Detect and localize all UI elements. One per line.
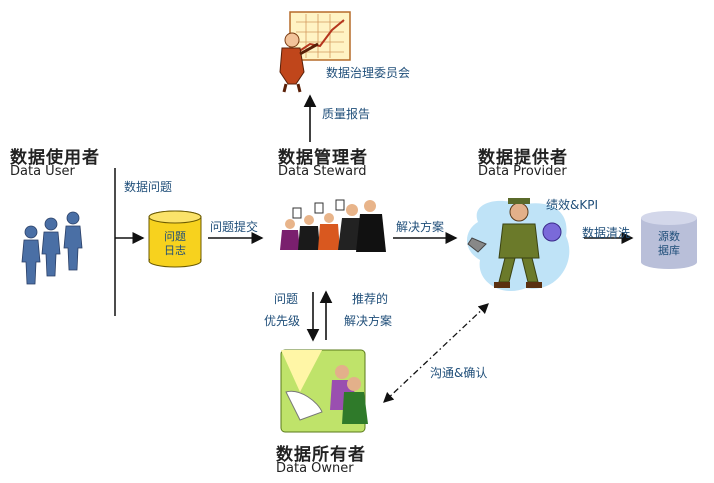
issue-log-cylinder	[148, 210, 202, 268]
issue-log-label-1: 问题	[164, 230, 186, 243]
steward-subtitle: Data Steward	[278, 164, 367, 179]
issue-priority-label-2: 优先级	[264, 314, 301, 328]
owner-subtitle: Data Owner	[276, 461, 354, 476]
solution-label: 解决方案	[396, 220, 445, 234]
quality-report-label: 质量报告	[322, 107, 371, 121]
steward-clipart	[280, 199, 386, 252]
data-cleaning-label: 数据清洗	[582, 226, 631, 240]
user-subtitle: Data User	[10, 164, 75, 179]
committee-label: 数据治理委员会	[326, 66, 411, 80]
issue-priority-label-1: 问题	[274, 292, 299, 306]
issue-log-label-2: 日志	[164, 244, 186, 257]
user-title: 数据使用者	[10, 148, 100, 168]
steward-title: 数据管理者	[278, 148, 368, 168]
owner-title: 数据所有者	[276, 445, 366, 465]
communicate-label: 沟通&确认	[430, 366, 488, 380]
provider-title: 数据提供者	[478, 148, 568, 168]
provider-subtitle: Data Provider	[478, 164, 567, 179]
data-issue-label: 数据问题	[124, 180, 173, 194]
owner-clipart	[280, 349, 368, 433]
committee-clipart	[279, 11, 351, 93]
users-clipart	[21, 211, 83, 285]
source-db-cylinder	[641, 211, 697, 269]
issue-submit-label: 问题提交	[210, 220, 259, 234]
perf-kpi-label: 绩效&KPI	[546, 198, 599, 212]
recommended-label-1: 推荐的	[352, 292, 389, 306]
source-db-label-2: 据库	[658, 244, 680, 257]
source-db-label-1: 源数	[658, 230, 680, 243]
recommended-label-2: 解决方案	[344, 314, 393, 328]
provider-clipart	[467, 198, 570, 292]
